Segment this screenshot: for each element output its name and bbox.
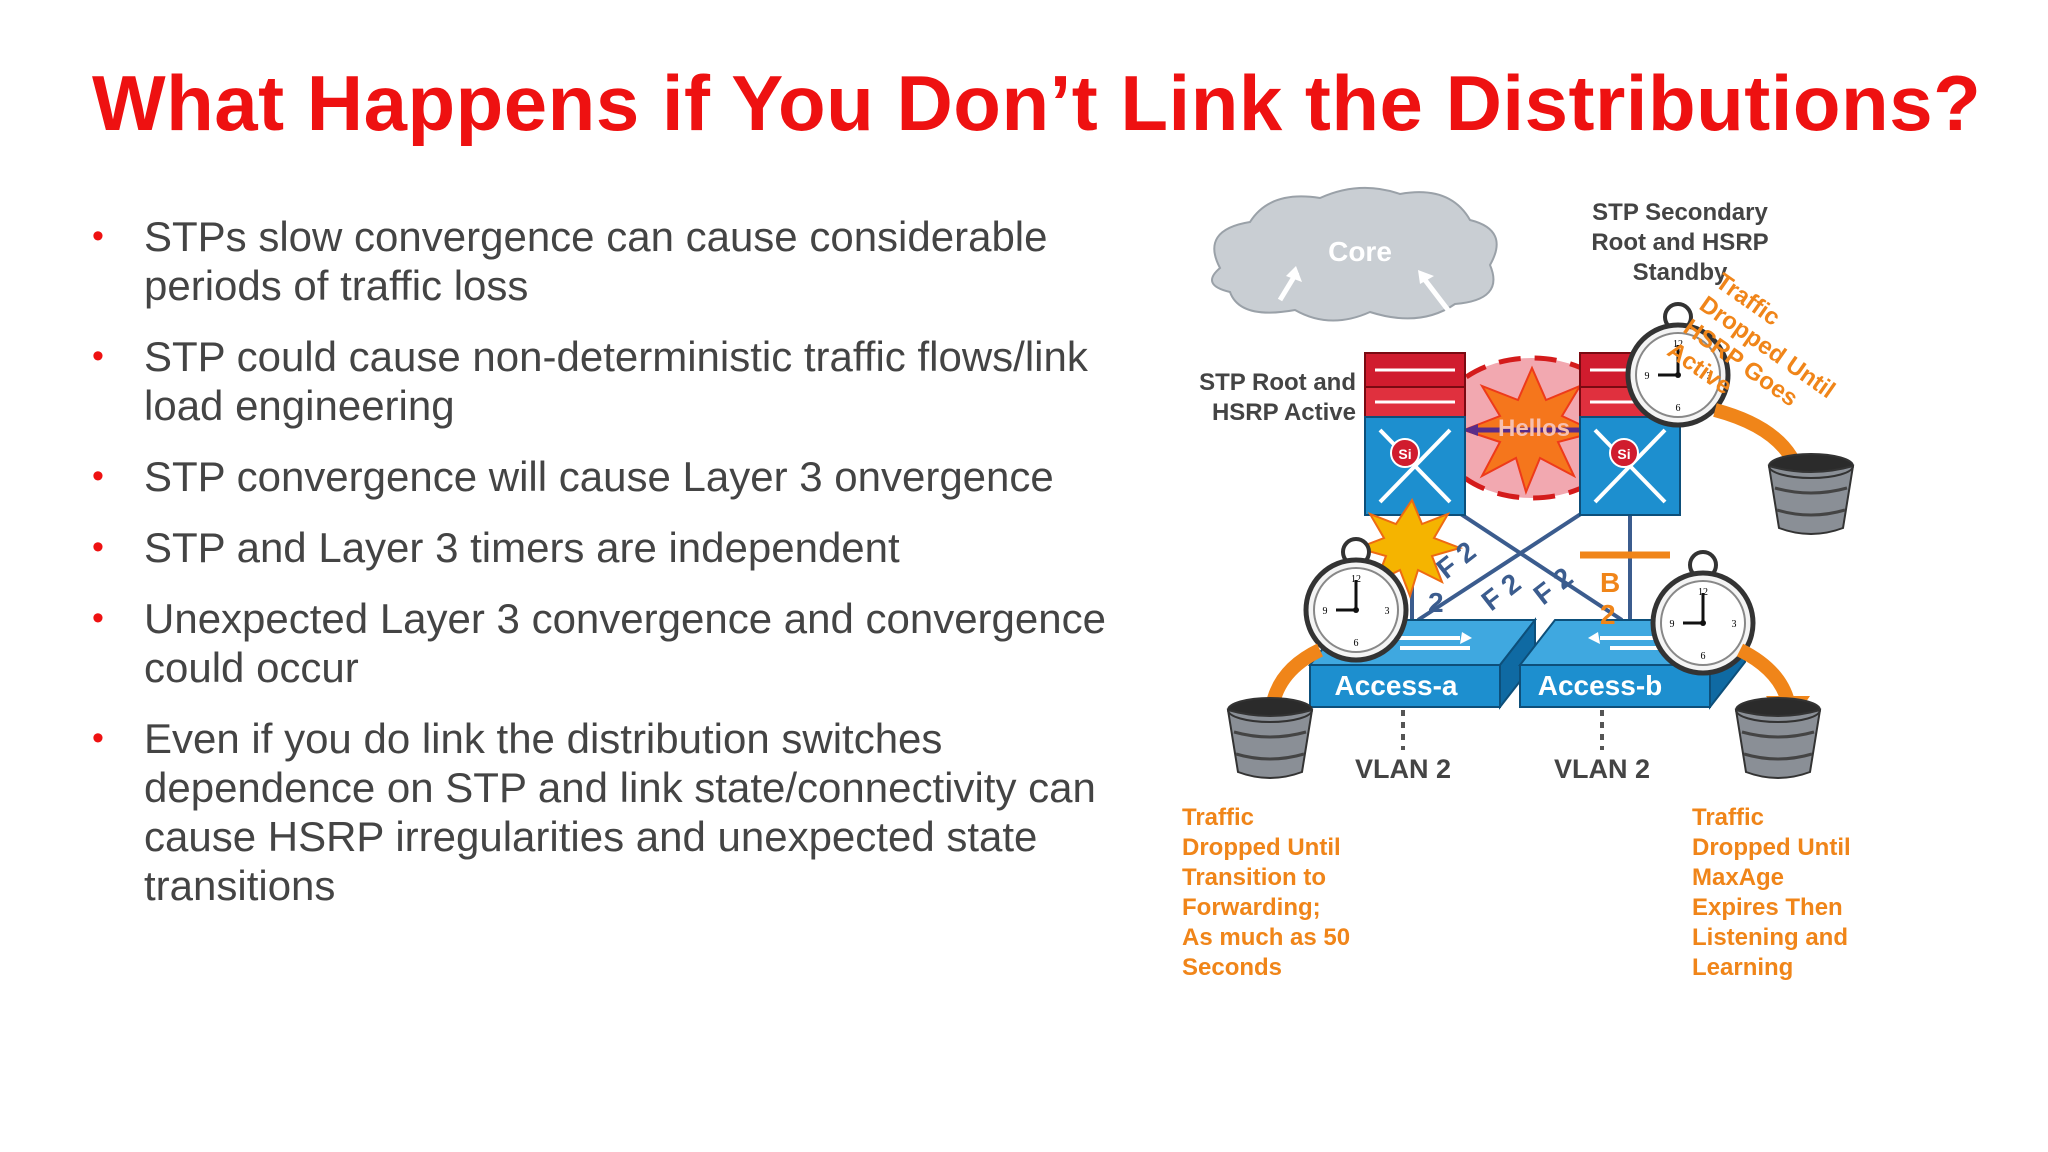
traffic-left-label: Traffic Dropped Until Transition to Forw… <box>1182 804 1351 981</box>
link-label-2-left: 2 <box>1428 587 1444 618</box>
bucket-icon <box>1226 696 1314 780</box>
traffic-right-label: Traffic Dropped Until MaxAge Expires The… <box>1692 804 1851 981</box>
link-label-f2-right: F 2 <box>1528 561 1579 610</box>
bullet-list: STPs slow convergence can cause consider… <box>92 212 1152 932</box>
bullet-item: STP could cause non-deterministic traffi… <box>92 332 1152 430</box>
bullet-item: STP and Layer 3 timers are independent <box>92 523 1152 572</box>
uplink-arrow-right <box>1420 274 1450 312</box>
vlan-a-label: VLAN 2 <box>1355 754 1451 784</box>
access-a-label: Access-a <box>1335 670 1458 701</box>
network-diagram: 12 3 6 9 Core <box>1160 180 1920 1000</box>
link-label-b: B <box>1600 567 1620 598</box>
bucket-icon <box>1767 452 1855 536</box>
bullet-item: Even if you do link the distribution swi… <box>92 714 1152 910</box>
slide-title: What Happens if You Don’t Link the Distr… <box>92 59 1982 147</box>
distribution-switch-left <box>1364 352 1466 516</box>
bucket-icon <box>1734 696 1822 780</box>
si-label-right: Si <box>1617 446 1630 462</box>
bullet-item: STP convergence will cause Layer 3 onver… <box>92 452 1152 501</box>
core-cloud <box>1211 186 1498 322</box>
link-label-2-right: 2 <box>1600 599 1616 630</box>
stp-secondary-label: STP Secondary Root and HSRP Standby <box>1591 199 1769 286</box>
si-label-left: Si <box>1398 446 1411 462</box>
vlan-b-label: VLAN 2 <box>1554 754 1650 784</box>
hellos-label: Hellos <box>1498 415 1570 442</box>
bullet-item: Unexpected Layer 3 convergence and conve… <box>92 594 1152 692</box>
link-label-f2-cross: F 2 <box>1476 567 1527 616</box>
core-label: Core <box>1328 236 1392 267</box>
stp-root-label: STP Root and HSRP Active <box>1199 369 1356 426</box>
access-b-label: Access-b <box>1538 670 1663 701</box>
bullet-item: STPs slow convergence can cause consider… <box>92 212 1152 310</box>
traffic-drop-arrow-icon <box>1736 643 1795 705</box>
